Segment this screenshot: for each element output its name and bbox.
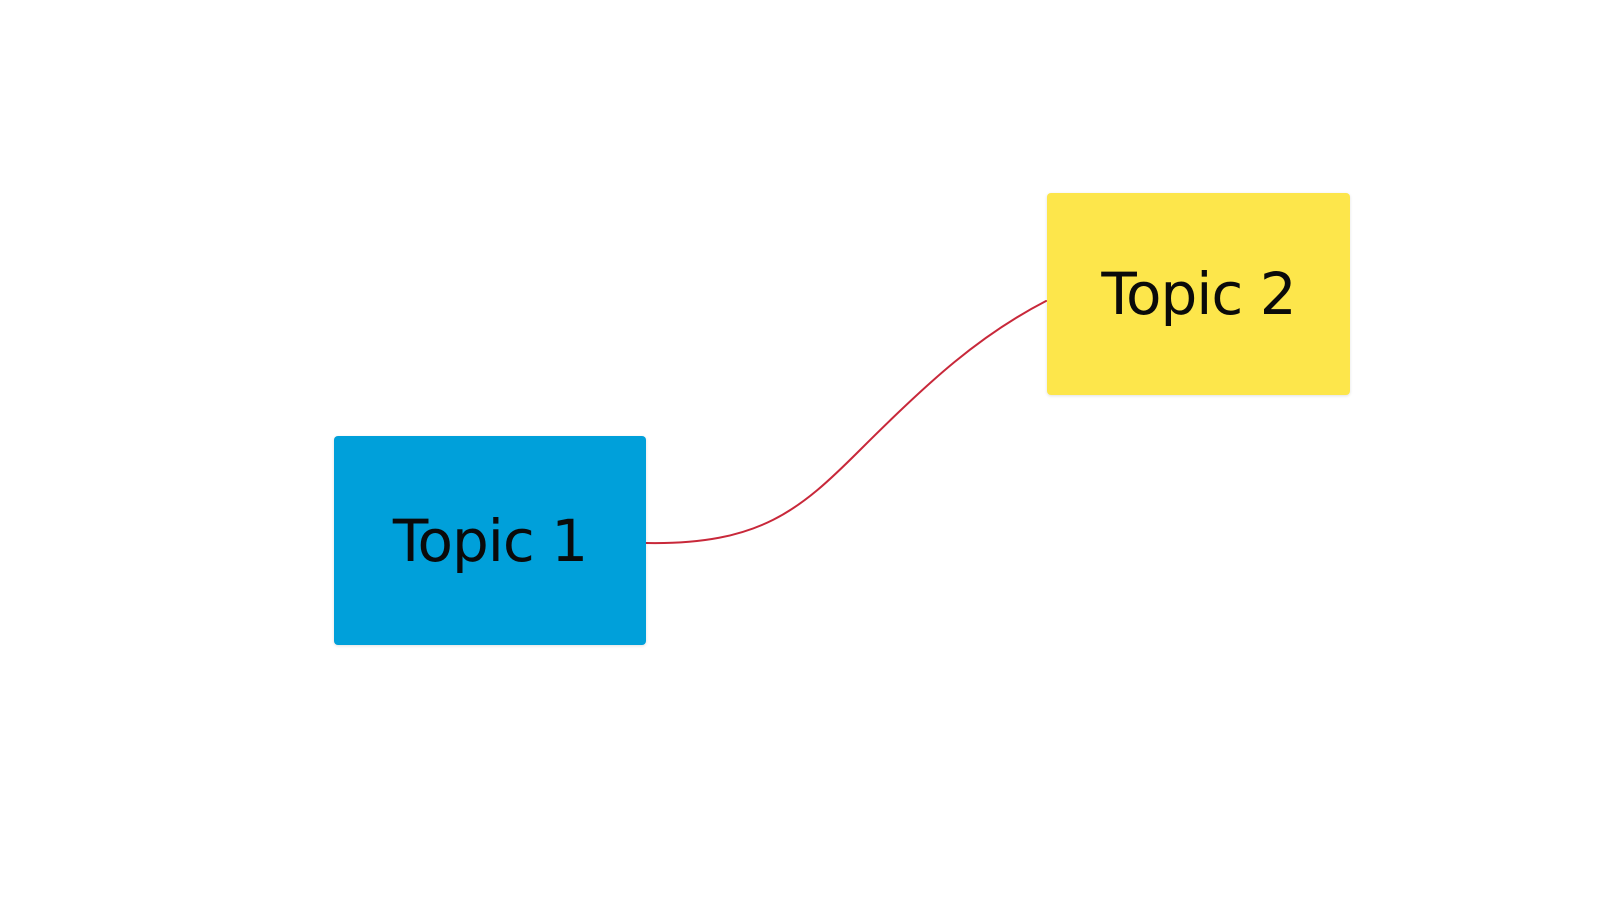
- connector-curve[interactable]: [645, 300, 1047, 545]
- topic-node-1[interactable]: Topic 1: [334, 436, 646, 645]
- topic-node-2[interactable]: Topic 2: [1047, 193, 1350, 395]
- topic-node-2-label: Topic 2: [1101, 260, 1296, 328]
- topic-node-1-label: Topic 1: [392, 506, 588, 575]
